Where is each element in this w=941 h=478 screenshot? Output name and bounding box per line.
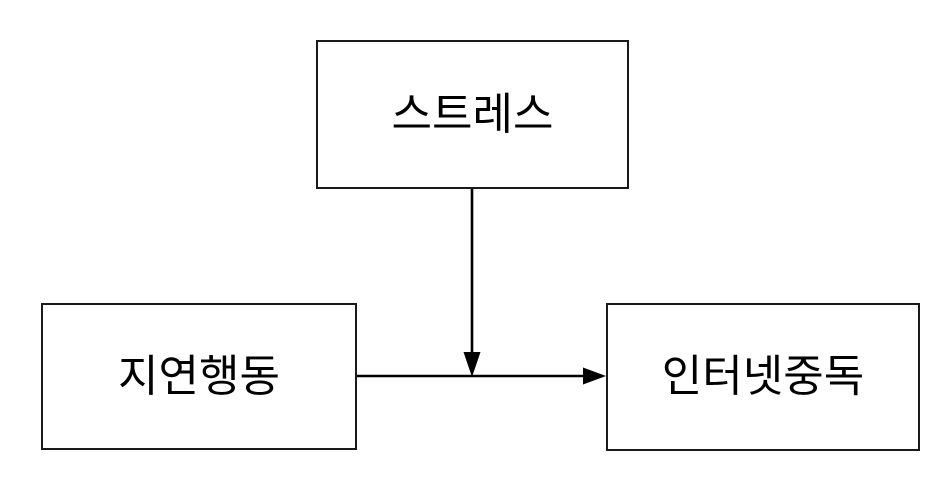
node-label-internet-addiction: 인터넷중독 bbox=[661, 352, 865, 401]
arrowhead-down-icon bbox=[463, 352, 481, 377]
node-box-stress[interactable]: 스트레스 bbox=[316, 40, 629, 189]
connector-stress-to-path bbox=[463, 189, 481, 377]
node-label-procrastination: 지연행동 bbox=[118, 351, 280, 401]
node-box-procrastination[interactable]: 지연행동 bbox=[41, 303, 357, 450]
arrowhead-right-icon bbox=[583, 367, 606, 385]
connector-procrastination-to-internet-addiction bbox=[357, 367, 606, 385]
node-box-internet-addiction[interactable]: 인터넷중독 bbox=[606, 303, 920, 451]
node-label-stress: 스트레스 bbox=[391, 89, 554, 139]
